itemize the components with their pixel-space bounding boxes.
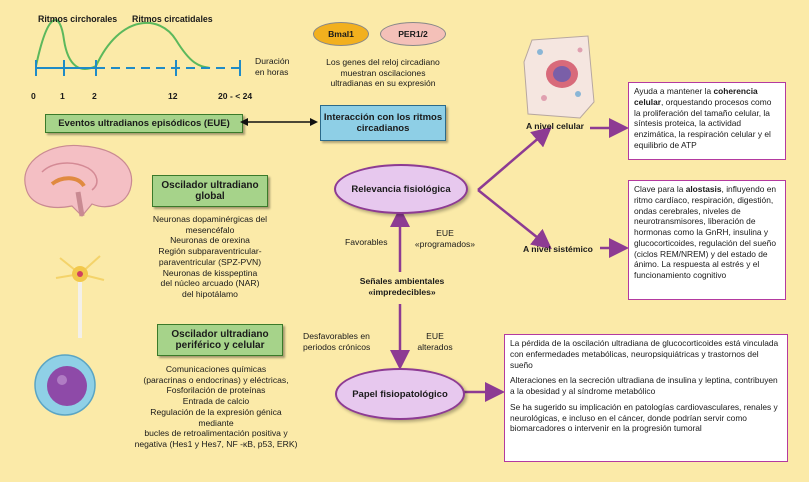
systemic-level-label: A nivel sistémico bbox=[523, 244, 593, 254]
cellular-box-text-2: , orquestando procesos como la prolifera… bbox=[634, 96, 772, 150]
tick-label-20-24: 20 - < 24 bbox=[218, 91, 253, 101]
cellular-box-text-1: Ayuda a mantener la bbox=[634, 86, 714, 96]
lymphocyte-illustration bbox=[34, 354, 96, 416]
systemic-box-text-1: Clave para la bbox=[634, 184, 686, 194]
cell-illustration bbox=[523, 35, 595, 119]
eue-programmed-label: EUE «programados» bbox=[414, 228, 476, 249]
allostasis-box: Clave para la alostasis, influyendo en r… bbox=[628, 180, 786, 300]
tick-label-1: 1 bbox=[60, 91, 65, 101]
interaction-box: Interacción con los ritmos circadianos bbox=[320, 105, 446, 141]
environmental-signals: Señales ambientales «impredecibles» bbox=[359, 276, 445, 297]
per12-badge: PER1/2 bbox=[380, 22, 446, 46]
patho-paragraph-1: La pérdida de la oscilación ultradiana d… bbox=[510, 338, 779, 370]
circatidal-wave bbox=[95, 21, 211, 69]
double-arrow bbox=[240, 118, 318, 126]
physiological-relevance-node: Relevancia fisiológica bbox=[334, 164, 468, 214]
neuron-illustration bbox=[55, 255, 105, 338]
tick-label-2: 2 bbox=[92, 91, 97, 101]
peripheral-oscillator-title: Oscilador ultradiano periférico y celula… bbox=[157, 324, 283, 356]
global-oscillator-title: Oscilador ultradiano global bbox=[152, 175, 268, 207]
circatidal-label: Ritmos circatidales bbox=[132, 14, 213, 24]
brain-illustration bbox=[24, 144, 133, 217]
cellular-box-bold: coherencia celular bbox=[634, 86, 758, 107]
cellular-level-label: A nivel celular bbox=[526, 121, 584, 131]
pathophysiology-box: La pérdida de la oscilación ultradiana d… bbox=[504, 334, 788, 462]
favorables-label: Favorables bbox=[345, 237, 388, 247]
cellular-coherence-box: Ayuda a mantener la coherencia celular, … bbox=[628, 82, 786, 160]
circhoral-label: Ritmos circhorales bbox=[38, 14, 118, 24]
tick-label-12: 12 bbox=[168, 91, 178, 101]
pathophysiological-role-node: Papel fisiopatológico bbox=[335, 368, 465, 420]
timeline-graphic bbox=[35, 19, 241, 76]
patho-paragraph-3: Se ha sugerido su implicación en patolog… bbox=[510, 401, 778, 434]
global-oscillator-text: Neuronas dopaminérgicas del mesencéfalo … bbox=[152, 214, 268, 300]
eue-box: Eventos ultradianos episódicos (EUE) bbox=[45, 114, 243, 133]
bmal1-badge: Bmal1 bbox=[313, 22, 369, 46]
systemic-box-bold: alostasis bbox=[685, 184, 722, 194]
eue-altered-label: EUE alterados bbox=[417, 331, 453, 352]
duration-label: Duración en horas bbox=[255, 56, 290, 77]
clock-genes-caption: Los genes del reloj circadiano muestran … bbox=[326, 57, 440, 89]
systemic-box-text-2: , influyendo en ritmo cardíaco, respirac… bbox=[634, 184, 777, 280]
peripheral-oscillator-text: Comunicaciones químicas (paracrinas o en… bbox=[134, 364, 298, 450]
patho-paragraph-2: Alteraciones en la secreción ultradiana … bbox=[510, 375, 778, 396]
tick-label-0: 0 bbox=[31, 91, 36, 101]
unfavorable-label: Desfavorables en periodos crónicos bbox=[303, 331, 371, 352]
